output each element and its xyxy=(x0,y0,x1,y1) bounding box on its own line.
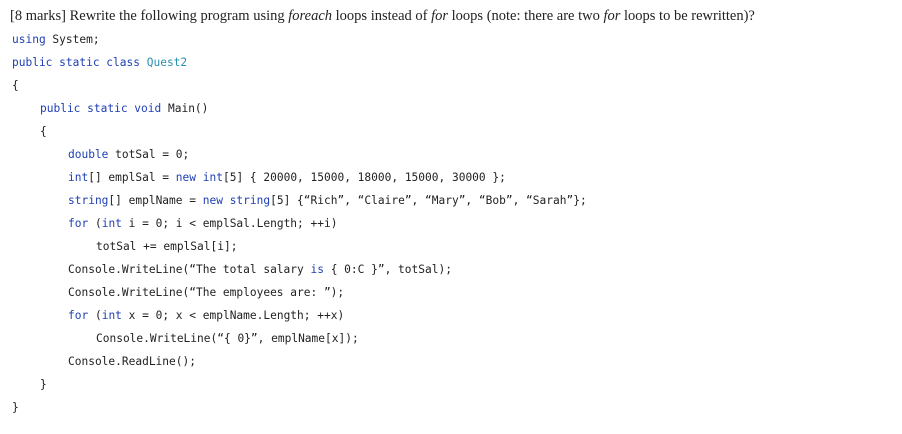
code-token: System; xyxy=(45,33,100,46)
question-middle: loops instead of xyxy=(332,8,432,24)
question-emphasis-for: for xyxy=(431,8,449,24)
code-token: new xyxy=(202,194,223,207)
code-token xyxy=(140,56,147,69)
code-line: for (int x = 0; x < emplName.Length; ++x… xyxy=(68,308,344,324)
code-token: public static void xyxy=(40,102,162,115)
code-token xyxy=(223,194,230,207)
code-token: public static class xyxy=(12,56,140,69)
question-suffix: loops to be rewritten)? xyxy=(620,8,755,24)
code-line: { xyxy=(12,78,19,94)
code-token: new xyxy=(175,171,196,184)
code-line: int[] emplSal = new int[5] { 20000, 1500… xyxy=(68,170,506,186)
code-token: i = 0; i < emplSal.Length; ++i) xyxy=(121,217,338,230)
code-token: } xyxy=(12,401,19,414)
code-token: [5] {“Rich”, “Claire”, “Mary”, “Bob”, “S… xyxy=(270,194,587,207)
code-token: Main() xyxy=(161,102,209,115)
code-line: Console.WriteLine(“The total salary is {… xyxy=(68,262,452,278)
code-line: Console.ReadLine(); xyxy=(68,354,196,370)
code-token: Console.WriteLine(“{ 0}”, emplName[x]); xyxy=(96,332,359,345)
code-token: totSal = 0; xyxy=(108,148,190,161)
code-token: using xyxy=(12,33,46,46)
code-line: } xyxy=(40,377,47,393)
code-token: is xyxy=(310,263,324,276)
code-token: Console.WriteLine(“The total salary xyxy=(68,263,311,276)
code-token: string xyxy=(68,194,109,207)
code-token: ( xyxy=(88,217,102,230)
code-line: Console.WriteLine(“{ 0}”, emplName[x]); xyxy=(96,331,359,347)
code-line: { xyxy=(40,124,47,140)
code-line: public static class Quest2 xyxy=(12,55,187,71)
code-token: { xyxy=(40,125,47,138)
question-middle2: loops (note: there are two xyxy=(448,8,604,24)
question-emphasis-for-2: for xyxy=(603,8,621,24)
code-token: int xyxy=(101,217,122,230)
question-emphasis-foreach: foreach xyxy=(288,8,333,24)
question-text: [8 marks] Rewrite the following program … xyxy=(10,8,755,25)
code-token: int xyxy=(101,309,122,322)
code-token: for xyxy=(68,217,89,230)
code-token: [5] { 20000, 15000, 18000, 15000, 30000 … xyxy=(222,171,506,184)
code-token: [] emplName = xyxy=(108,194,203,207)
code-token xyxy=(196,171,203,184)
code-token: x = 0; x < emplName.Length; ++x) xyxy=(121,309,345,322)
code-token: totSal += emplSal[i]; xyxy=(96,240,238,253)
code-line: double totSal = 0; xyxy=(68,147,189,163)
code-token: string xyxy=(229,194,271,207)
code-token: { xyxy=(12,79,19,92)
question-prefix: [8 marks] Rewrite the following program … xyxy=(10,8,289,24)
code-token: Console.WriteLine(“The employees are: ”)… xyxy=(68,286,345,299)
code-line: Console.WriteLine(“The employees are: ”)… xyxy=(68,285,344,301)
code-line: using System; xyxy=(12,32,100,48)
code-token: int xyxy=(68,171,89,184)
code-token: ( xyxy=(88,309,102,322)
code-token: { 0:C }”, totSal); xyxy=(323,263,452,276)
code-line: string[] emplName = new string[5] {“Rich… xyxy=(68,193,587,209)
code-line: for (int i = 0; i < emplSal.Length; ++i) xyxy=(68,216,337,232)
code-token: for xyxy=(68,309,89,322)
code-token: Console.ReadLine(); xyxy=(68,355,196,368)
code-token: Quest2 xyxy=(146,56,188,69)
code-line: totSal += emplSal[i]; xyxy=(96,239,237,255)
code-token: int xyxy=(202,171,223,184)
code-token: double xyxy=(68,148,109,161)
code-token: [] emplSal = xyxy=(88,171,176,184)
code-line: public static void Main() xyxy=(40,101,208,117)
code-token: } xyxy=(40,378,47,391)
code-line: } xyxy=(12,400,19,416)
